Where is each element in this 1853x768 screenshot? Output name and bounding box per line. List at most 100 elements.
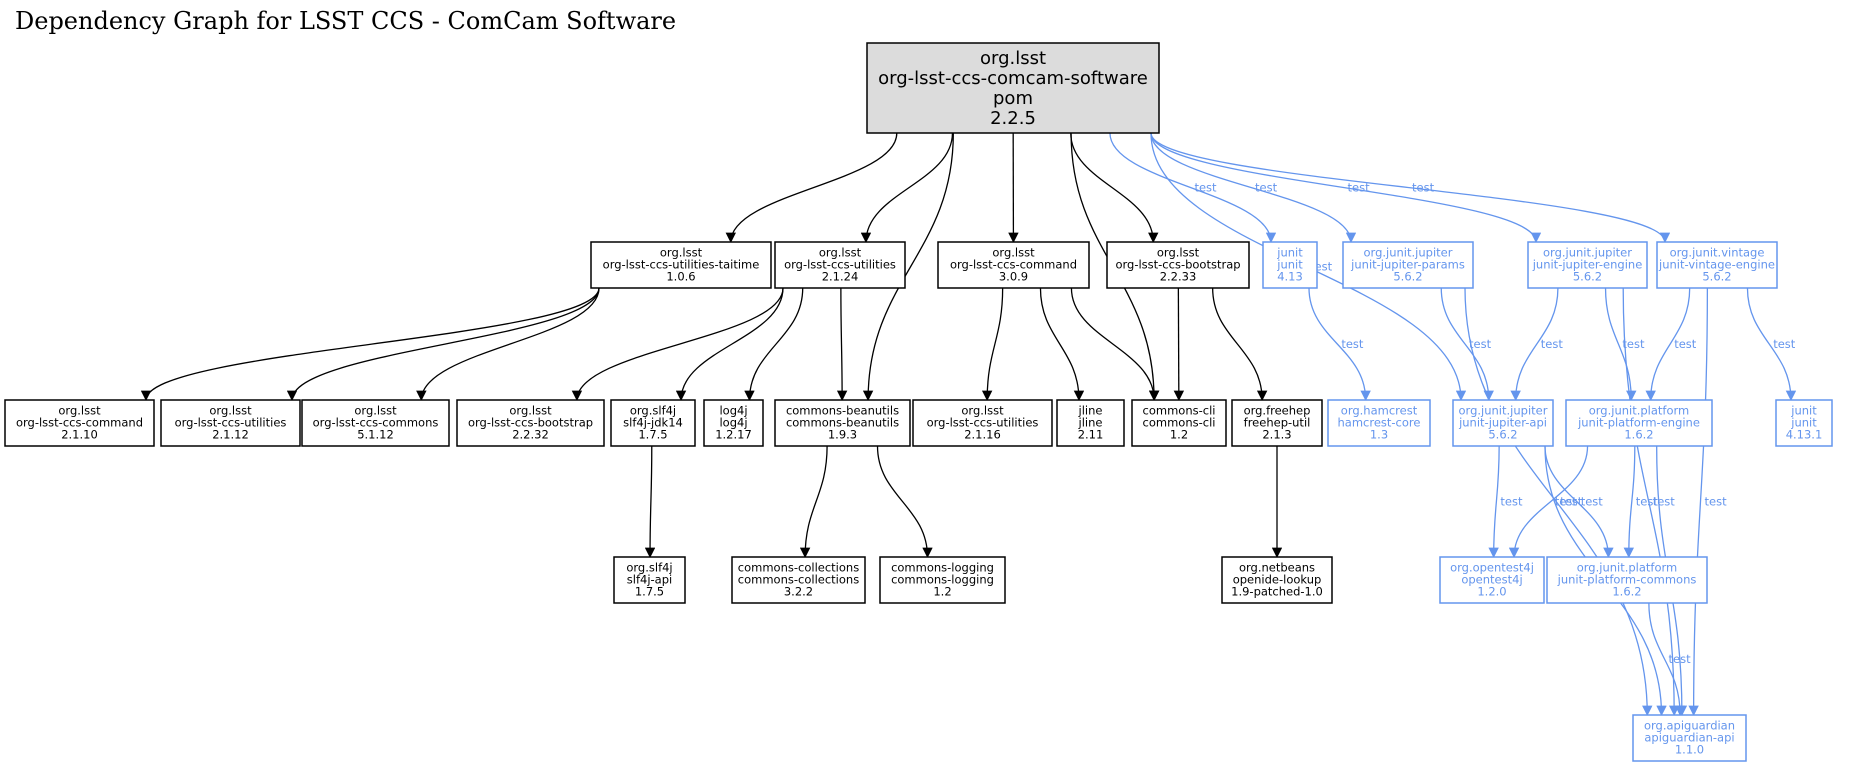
- node-label-line: org.lsst: [1157, 246, 1200, 260]
- edge-taitime-to-commons5112: [416, 287, 600, 402]
- node-label-line: junit-jupiter-api: [1458, 416, 1547, 430]
- node-label-line: commons-beanutils: [786, 416, 899, 430]
- node-label-line: 2.1.3: [1262, 428, 1291, 442]
- node-label-line: 1.2: [933, 585, 951, 599]
- edge-label-vintage-to-junit4131: test: [1773, 337, 1796, 351]
- node-box: [1262, 241, 1318, 289]
- node-label-line: jline: [1078, 404, 1103, 418]
- node-box: [866, 42, 1160, 134]
- node-box: [4, 399, 155, 447]
- edge-root-to-taitime: [725, 132, 898, 244]
- node-label-line: 1.3: [1370, 428, 1388, 442]
- edge-beanutils-to-logging: [876, 445, 933, 559]
- node-label-line: 2.1.12: [212, 428, 249, 442]
- node-label-line: commons-cli: [1143, 404, 1216, 418]
- node-label-line: 5.6.2: [1393, 270, 1422, 284]
- node-label-line: org-lsst-ccs-utilities-taitime: [603, 258, 760, 272]
- node-label-line: 1.9-patched-1.0: [1231, 585, 1323, 599]
- node-label-line: 1.6.2: [1612, 585, 1641, 599]
- edge-label-root-to-jparams: test: [1255, 181, 1278, 195]
- node-label-line: junit: [1276, 246, 1303, 260]
- node-box: [160, 399, 301, 447]
- node-jparams: org.junit.jupiterjunit-jupiter-params5.6…: [1342, 241, 1474, 289]
- node-label-line: org.junit.jupiter: [1543, 246, 1632, 260]
- edge-root-to-jengine: [1150, 132, 1542, 244]
- node-label-line: org.junit.jupiter: [1364, 246, 1453, 260]
- node-label-line: junit-jupiter-engine: [1532, 258, 1643, 272]
- node-jengine: org.junit.jupiterjunit-jupiter-engine5.6…: [1527, 241, 1648, 289]
- node-label-line: commons-beanutils: [786, 404, 899, 418]
- edge-label-pengine-to-opentest4j: test: [1555, 495, 1578, 509]
- edge-boot2233-to-freehep: [1212, 287, 1268, 402]
- edge-root-to-boot2233: [1070, 132, 1159, 244]
- node-box: [1452, 399, 1554, 447]
- node-box: [456, 399, 605, 447]
- node-box: [613, 556, 686, 604]
- node-label-line: org.junit.platform: [1589, 404, 1690, 418]
- edge-label-junit413-to-hamcrest: test: [1341, 337, 1364, 351]
- node-box: [937, 241, 1090, 289]
- node-label-line: pom: [993, 88, 1033, 109]
- node-label-line: 1.7.5: [635, 585, 664, 599]
- node-label-line: junit-jupiter-params: [1350, 258, 1465, 272]
- node-label-line: org.lsst: [660, 246, 703, 260]
- node-label-line: log4j: [719, 404, 747, 418]
- edge-root-to-beanutils: [862, 132, 954, 402]
- node-label-line: org.lsst: [354, 404, 397, 418]
- node-label-line: 1.6.2: [1624, 428, 1653, 442]
- node-label-line: org-lsst-ccs-command: [16, 416, 143, 430]
- edge-japi-to-pcommons: [1544, 445, 1614, 559]
- node-label-line: commons-logging: [891, 573, 994, 587]
- edge-beanutils-to-collections: [799, 445, 828, 559]
- node-box: [1656, 241, 1778, 289]
- edge-label-vintage-to-apiguardian: test: [1705, 495, 1728, 509]
- node-root: org.lsstorg-lsst-ccs-comcam-softwarepom2…: [866, 42, 1160, 134]
- node-label-line: 3.0.9: [999, 270, 1028, 284]
- node-label-line: junit: [1276, 258, 1303, 272]
- node-label-line: org-lsst-ccs-commons: [313, 416, 439, 430]
- node-label-line: 4.13.1: [1786, 428, 1823, 442]
- edge-label-root-to-vintage: test: [1412, 181, 1435, 195]
- node-label-line: apiguardian-api: [1644, 731, 1734, 745]
- node-label-line: junit-vintage-engine: [1658, 258, 1775, 272]
- node-label-line: 1.7.5: [638, 428, 667, 442]
- node-box: [1546, 556, 1708, 604]
- edge-taitime-to-util2112: [286, 287, 600, 402]
- node-label-line: 1.1.0: [1675, 743, 1704, 757]
- edge-jengine-to-japi: [1510, 287, 1559, 402]
- edge-root-to-util2124: [860, 132, 954, 244]
- node-pengine: org.junit.platformjunit-platform-engine1…: [1565, 399, 1713, 447]
- edge-label-japi-to-pcommons: test: [1581, 495, 1604, 509]
- node-label-line: 4.13: [1277, 270, 1303, 284]
- node-taitime: org.lsstorg-lsst-ccs-utilities-taitime1.…: [590, 241, 772, 289]
- edge-util2124-to-slf4jjdk: [675, 287, 784, 402]
- node-label-line: 2.2.32: [512, 428, 549, 442]
- edge-root-to-jparams: [1150, 132, 1357, 244]
- edge-vintage-to-junit4131: [1746, 287, 1797, 402]
- node-label-line: 3.2.2: [784, 585, 813, 599]
- node-label-line: org.slf4j: [630, 404, 676, 418]
- node-box: [1231, 399, 1323, 447]
- node-pcommons: org.junit.platformjunit-platform-commons…: [1546, 556, 1708, 604]
- node-label-line: 1.2.0: [1477, 585, 1506, 599]
- node-box: [610, 399, 696, 447]
- node-label-line: junit: [1790, 404, 1817, 418]
- node-label-line: opentest4j: [1461, 573, 1522, 587]
- edge-jengine-to-pengine: [1604, 287, 1637, 402]
- node-box: [703, 399, 764, 447]
- edge-cmd309-to-cli: [1070, 287, 1160, 402]
- node-label-line: 2.1.24: [822, 270, 859, 284]
- node-box: [774, 241, 906, 289]
- node-label-line: org.junit.vintage: [1670, 246, 1765, 260]
- node-label-line: org-lsst-ccs-comcam-software: [878, 68, 1148, 89]
